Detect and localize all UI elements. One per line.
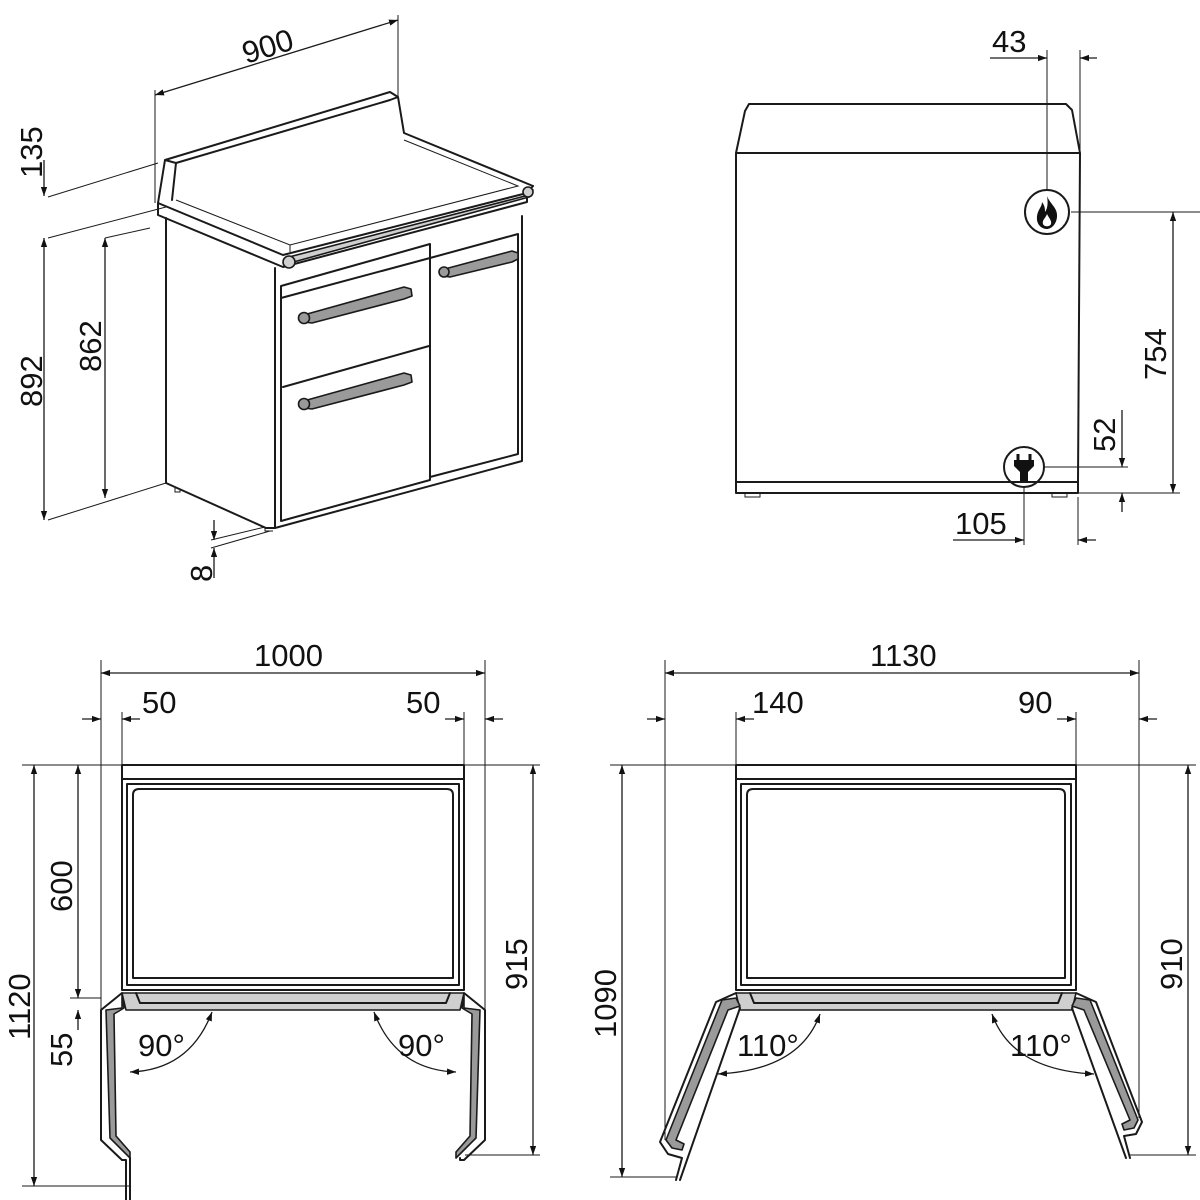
top-view-110: 1130 140 90 1090 910 110° 110° [588, 638, 1196, 1181]
total-width-label: 1000 [254, 638, 323, 673]
backsplash-height-label: 135 [14, 126, 49, 178]
left-angle-label: 90° [138, 1028, 185, 1063]
electric-socket [1003, 446, 1045, 488]
total-height-label: 892 [14, 355, 49, 407]
left-clearance-label: 140 [752, 685, 804, 720]
door-offset-label: 55 [44, 1033, 79, 1067]
side-panel-outline [735, 103, 1081, 483]
depth-with-door-label: 910 [1154, 938, 1189, 990]
oven-body [735, 778, 1077, 991]
top-panel [735, 764, 1077, 780]
backsplash [157, 91, 534, 204]
worktop [157, 185, 534, 268]
left-angle-label: 110° [737, 1028, 799, 1063]
right-door [455, 994, 481, 1159]
right-door [1071, 997, 1139, 1131]
front-panels [280, 233, 519, 522]
left-clearance-label: 50 [142, 685, 176, 720]
gas-inlet [1024, 189, 1070, 235]
oven-body [121, 778, 465, 991]
right-clearance-label: 90 [1018, 685, 1052, 720]
socket-height-label: 52 [1087, 418, 1122, 452]
cabinet-body [165, 215, 523, 529]
right-angle-label: 110° [1010, 1028, 1072, 1063]
top-drawer-handle [299, 286, 413, 324]
worktop-height-label: 862 [73, 320, 108, 372]
side-view: 43 754 52 105 [735, 24, 1200, 545]
left-door [665, 997, 741, 1151]
total-depth-label: 1090 [588, 969, 623, 1038]
width-dimension [154, 19, 399, 96]
total-depth-label: 1120 [2, 973, 37, 1040]
top-panel [121, 764, 465, 780]
width-label: 900 [238, 22, 298, 71]
top-view-90: 1000 50 50 1120 600 55 915 90° 90° [2, 638, 540, 1200]
isometric-view: 900 135 892 862 8 [14, 15, 534, 582]
right-angle-label: 90° [398, 1028, 445, 1063]
gas-offset-label: 43 [992, 24, 1026, 59]
left-door [105, 994, 131, 1159]
depth-with-door-label: 915 [499, 938, 534, 990]
right-clearance-label: 50 [406, 685, 440, 720]
gas-height-label: 754 [1138, 328, 1173, 380]
socket-offset-label: 105 [955, 506, 1007, 541]
foot-height-label: 8 [184, 565, 219, 582]
total-width-label: 1130 [870, 638, 937, 673]
body-depth-label: 600 [44, 860, 79, 912]
side-door-handle [440, 250, 519, 278]
